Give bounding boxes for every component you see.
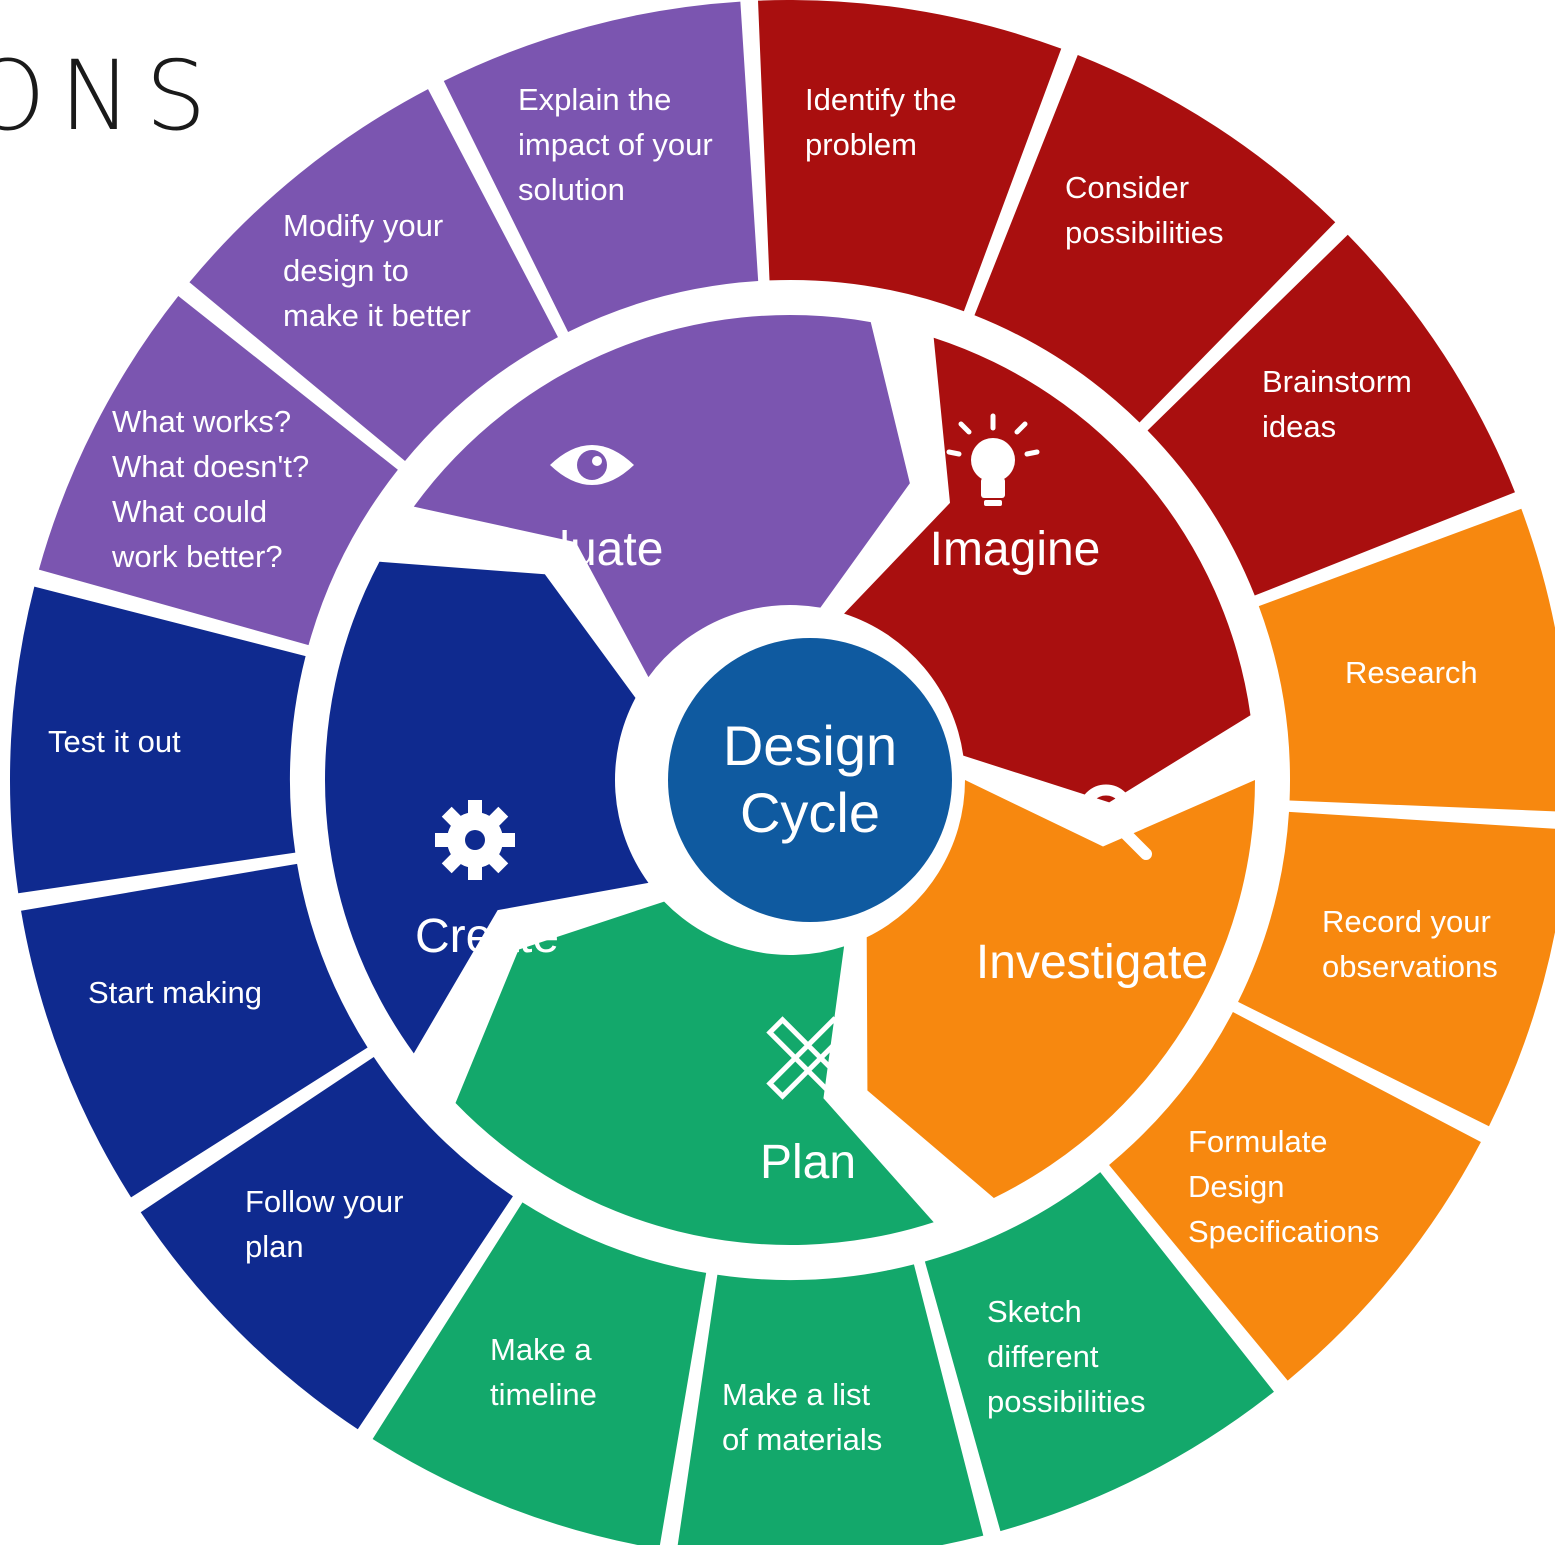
step-segment-shape	[974, 55, 1336, 423]
step-label-line: work better?	[111, 539, 283, 574]
step-label-line: plan	[245, 1229, 304, 1264]
step-label-line: What doesn't?	[112, 449, 309, 484]
stage-evaluate: Evaluate	[413, 315, 910, 678]
step-label-line: What works?	[112, 404, 291, 439]
stage-arrow-shape	[413, 315, 910, 678]
design-cycle-hub: Design Cycle	[668, 638, 952, 922]
step-segment-4: Research	[1258, 508, 1555, 812]
step-segment-1: Identify the problem	[758, 0, 1062, 312]
step-segment-shape	[1109, 1012, 1481, 1381]
step-label-line: Make a	[490, 1332, 592, 1367]
hub-title-line2: Cycle	[740, 781, 880, 844]
stage-create: Create	[325, 561, 649, 1054]
step-segment-shape	[443, 1, 759, 332]
step-label-line: different	[987, 1339, 1099, 1374]
step-segment-shape	[1147, 234, 1515, 596]
step-label-line: Start making	[88, 975, 262, 1010]
step-segment-shape	[677, 1264, 984, 1545]
hub-title-line1: Design	[723, 714, 897, 777]
step-segment-12: Test it out	[9, 586, 306, 894]
step-segment-shape	[372, 1202, 707, 1545]
lightbulb-icon	[946, 413, 1040, 506]
stage-arrow-shape	[325, 561, 649, 1054]
step-segment-10: Follow your plan	[140, 1057, 513, 1430]
step-segment-3: Brainstorm ideas	[1147, 234, 1515, 596]
step-label-line: Follow your	[245, 1184, 404, 1219]
step-label-line: Record your	[1322, 904, 1491, 939]
step-label-line: Formulate	[1188, 1124, 1328, 1159]
gear-icon	[435, 800, 515, 880]
hub-circle	[668, 638, 952, 922]
stage-plan: Plan	[455, 901, 934, 1246]
step-label-line: Research	[1345, 655, 1478, 690]
step-label-line: Identify the	[805, 82, 957, 117]
step-label-line: of materials	[722, 1422, 882, 1457]
stage-arrow-shape	[866, 780, 1255, 1198]
step-segment-5: Record your observations	[1238, 811, 1555, 1127]
step-label-line: Consider	[1065, 170, 1189, 205]
step-segment-shape	[1238, 811, 1555, 1127]
step-label-line: ideas	[1262, 409, 1336, 444]
step-label-line: Design	[1188, 1169, 1285, 1204]
step-segment-11: Start making	[21, 863, 368, 1198]
step-label-line: Brainstorm	[1262, 364, 1412, 399]
stage-investigate: Investigate	[866, 780, 1255, 1198]
step-segment-9: Make a timeline	[372, 1202, 707, 1545]
step-label-line: Specifications	[1188, 1214, 1379, 1249]
step-segment-shape	[38, 296, 398, 646]
stage-arrow-shape	[455, 901, 934, 1246]
step-label-line: impact of your	[518, 127, 713, 162]
step-label-line: Make a list	[722, 1377, 871, 1412]
step-label-line: possibilities	[987, 1384, 1146, 1419]
stage-imagine: Imagine	[844, 337, 1251, 803]
step-label-line: Explain the	[518, 82, 671, 117]
stage-label: Plan	[760, 1136, 856, 1189]
step-segment-shape	[1258, 508, 1555, 812]
step-segment-shape	[21, 863, 368, 1198]
step-label-line: possibilities	[1065, 215, 1224, 250]
step-label-line: make it better	[283, 298, 471, 333]
eye-icon	[550, 445, 634, 485]
step-label-line: Sketch	[987, 1294, 1082, 1329]
step-label-line: Test it out	[48, 724, 181, 759]
page-title: ONS	[0, 40, 221, 152]
stage-label: Investigate	[976, 936, 1208, 989]
pencil-ruler-icon	[766, 1016, 850, 1100]
stage-arrow-shape	[844, 337, 1251, 803]
step-segment-13: What works? What doesn't? What could work b…	[38, 296, 398, 646]
step-segment-shape	[140, 1057, 513, 1430]
step-label-line: timeline	[490, 1377, 597, 1412]
magnifier-icon	[1078, 784, 1152, 860]
step-label-line: problem	[805, 127, 917, 162]
step-label-line: design to	[283, 253, 409, 288]
step-segment-shape	[9, 586, 306, 894]
step-segment-shape	[924, 1172, 1274, 1532]
stage-label: Evaluate	[477, 523, 664, 576]
step-label-line: What could	[112, 494, 267, 529]
step-segment-14: Modify your design to make it better	[189, 89, 558, 461]
step-segment-15: Explain the impact of your solution	[443, 1, 759, 332]
step-segment-7: Sketch different possibilities	[924, 1172, 1274, 1532]
step-segment-2: Consider possibilities	[974, 55, 1336, 423]
stage-label: Create	[415, 910, 559, 963]
step-segment-shape	[758, 0, 1062, 312]
step-label-line: solution	[518, 172, 625, 207]
step-segment-shape	[189, 89, 558, 461]
step-label-line: observations	[1322, 949, 1498, 984]
stage-label: Imagine	[930, 523, 1101, 576]
step-segment-8: Make a list of materials	[677, 1264, 984, 1545]
step-label-line: Modify your	[283, 208, 443, 243]
